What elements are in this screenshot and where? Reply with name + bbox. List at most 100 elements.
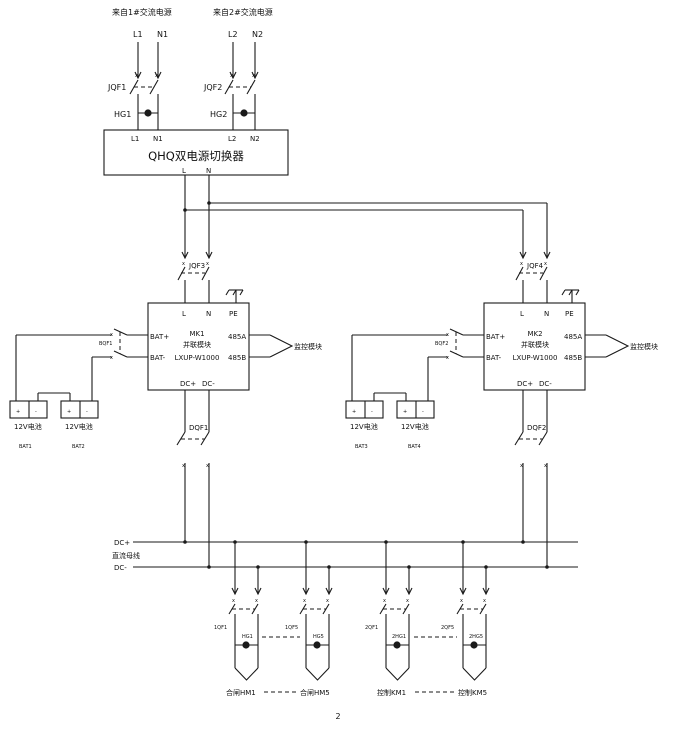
svg-text:x: x — [135, 73, 138, 79]
load-1-lamp-icon — [242, 641, 250, 649]
load-2-lamp-label: HG5 — [313, 634, 324, 640]
svg-text:x: x — [110, 355, 113, 361]
switch-n2-label: N2 — [250, 135, 260, 143]
svg-text:x: x — [252, 73, 255, 79]
bat1-name: BAT1 — [19, 444, 32, 450]
bat1-type-label: 12V电池 — [14, 422, 42, 431]
mk2-dc-plus: DC+ — [517, 380, 533, 388]
breaker-bqf1: x x — [15, 328, 148, 401]
mk1-monitor-label: 监控模块 — [294, 342, 322, 351]
page-number: 2 — [335, 712, 340, 721]
svg-text:x: x — [255, 598, 258, 604]
line-l1-label: L1 — [133, 30, 143, 39]
incoming-wires-source-2 — [229, 42, 259, 80]
battery-bat1-icon: + - — [9, 393, 48, 419]
mk2-bat-plus: BAT+ — [486, 333, 505, 341]
svg-text:+: + — [16, 409, 20, 415]
ac-distribution-wires — [181, 175, 551, 260]
mk2-n-terminal: N — [544, 310, 549, 318]
svg-text:x: x — [182, 261, 185, 267]
mk2-bat-minus: BAT- — [486, 354, 502, 362]
load-4-breaker-label: 2QF5 — [441, 625, 454, 631]
mk2-name: 并联模块 — [521, 340, 549, 349]
ground-icon — [225, 289, 244, 303]
svg-text:x: x — [182, 463, 185, 469]
source-2-label: 来自2#交流电源 — [213, 7, 273, 17]
mk1-485a: 485A — [228, 333, 246, 341]
load-continuation-dashes — [262, 636, 457, 693]
battery-bat3-icon: + - — [345, 393, 384, 419]
mk1-bat-plus: BAT+ — [150, 333, 169, 341]
svg-text:-: - — [371, 409, 373, 415]
svg-text:x: x — [232, 598, 235, 604]
line-n1-label: N1 — [157, 30, 168, 39]
indicator-lamp-hg1-icon — [138, 109, 158, 117]
mk1-485b: 485B — [228, 354, 246, 362]
svg-text:x: x — [460, 598, 463, 604]
ground-icon — [561, 289, 580, 303]
lamp-hg2-label: HG2 — [210, 110, 227, 119]
mk1-id: MK1 — [189, 330, 204, 338]
switcher-title: QHQ双电源切换器 — [148, 149, 244, 163]
bat2-name: BAT2 — [72, 444, 85, 450]
load-2-lamp-icon — [313, 641, 321, 649]
load-1-lamp-label: HG1 — [242, 634, 253, 640]
switch-out-l-label: L — [182, 167, 186, 175]
svg-text:x: x — [206, 463, 209, 469]
mk2-monitor-label: 监控模块 — [630, 342, 658, 351]
parallel-module-mk1 — [147, 302, 250, 391]
svg-text:+: + — [403, 409, 407, 415]
svg-text:x: x — [155, 73, 158, 79]
breaker-dqf1-label: DQF1 — [189, 424, 208, 432]
switch-l1-label: L1 — [131, 135, 139, 143]
mk2-model: LXUP-W1000 — [513, 354, 558, 362]
mk2-pe-terminal: PE — [565, 310, 574, 318]
load-4-lamp-icon — [470, 641, 478, 649]
breaker-jqf2-label: JQF2 — [203, 83, 222, 92]
breaker-jqf4-label: JQF4 — [526, 262, 544, 270]
load-4-lamp-label: 2HG5 — [469, 634, 483, 640]
load-2-label: 合闸HM5 — [300, 688, 330, 697]
mk1-n-terminal: N — [206, 310, 211, 318]
svg-text:+: + — [352, 409, 356, 415]
mk1-l-terminal: L — [182, 310, 186, 318]
mk1-name: 并联模块 — [183, 340, 211, 349]
bus-label: 直流母线 — [112, 551, 140, 560]
load-3-lamp-icon — [393, 641, 401, 649]
svg-text:x: x — [446, 355, 449, 361]
mk1-monitor-link — [249, 334, 294, 358]
svg-text:x: x — [406, 598, 409, 604]
dual-power-switcher-box — [103, 129, 289, 176]
load-2-breaker-label: 1QF5 — [285, 625, 298, 631]
svg-text:-: - — [86, 409, 88, 415]
indicator-lamp-hg2-icon — [233, 109, 255, 117]
battery-bat2-icon: + - — [38, 392, 99, 419]
svg-text:+: + — [67, 409, 71, 415]
mk1-dc-minus: DC- — [202, 380, 215, 388]
load-3-lamp-label: 2HG1 — [392, 634, 406, 640]
load-3-label: 控制KM1 — [377, 688, 406, 697]
svg-text:x: x — [206, 261, 209, 267]
svg-text:-: - — [422, 409, 424, 415]
bat3-name: BAT3 — [355, 444, 368, 450]
breaker-bqf1-label: BQF1 — [99, 341, 112, 347]
svg-text:x: x — [544, 463, 547, 469]
dc-bus — [133, 540, 578, 569]
mk2-485a: 485A — [564, 333, 582, 341]
breaker-jqf1-label: JQF1 — [107, 83, 126, 92]
mk2-485b: 485B — [564, 354, 582, 362]
switch-l2-label: L2 — [228, 135, 236, 143]
mk1-model: LXUP-W1000 — [175, 354, 220, 362]
bus-dc-minus-label: DC- — [114, 564, 127, 572]
switch-n1-label: N1 — [153, 135, 163, 143]
incoming-wires-source-1 — [134, 42, 162, 80]
